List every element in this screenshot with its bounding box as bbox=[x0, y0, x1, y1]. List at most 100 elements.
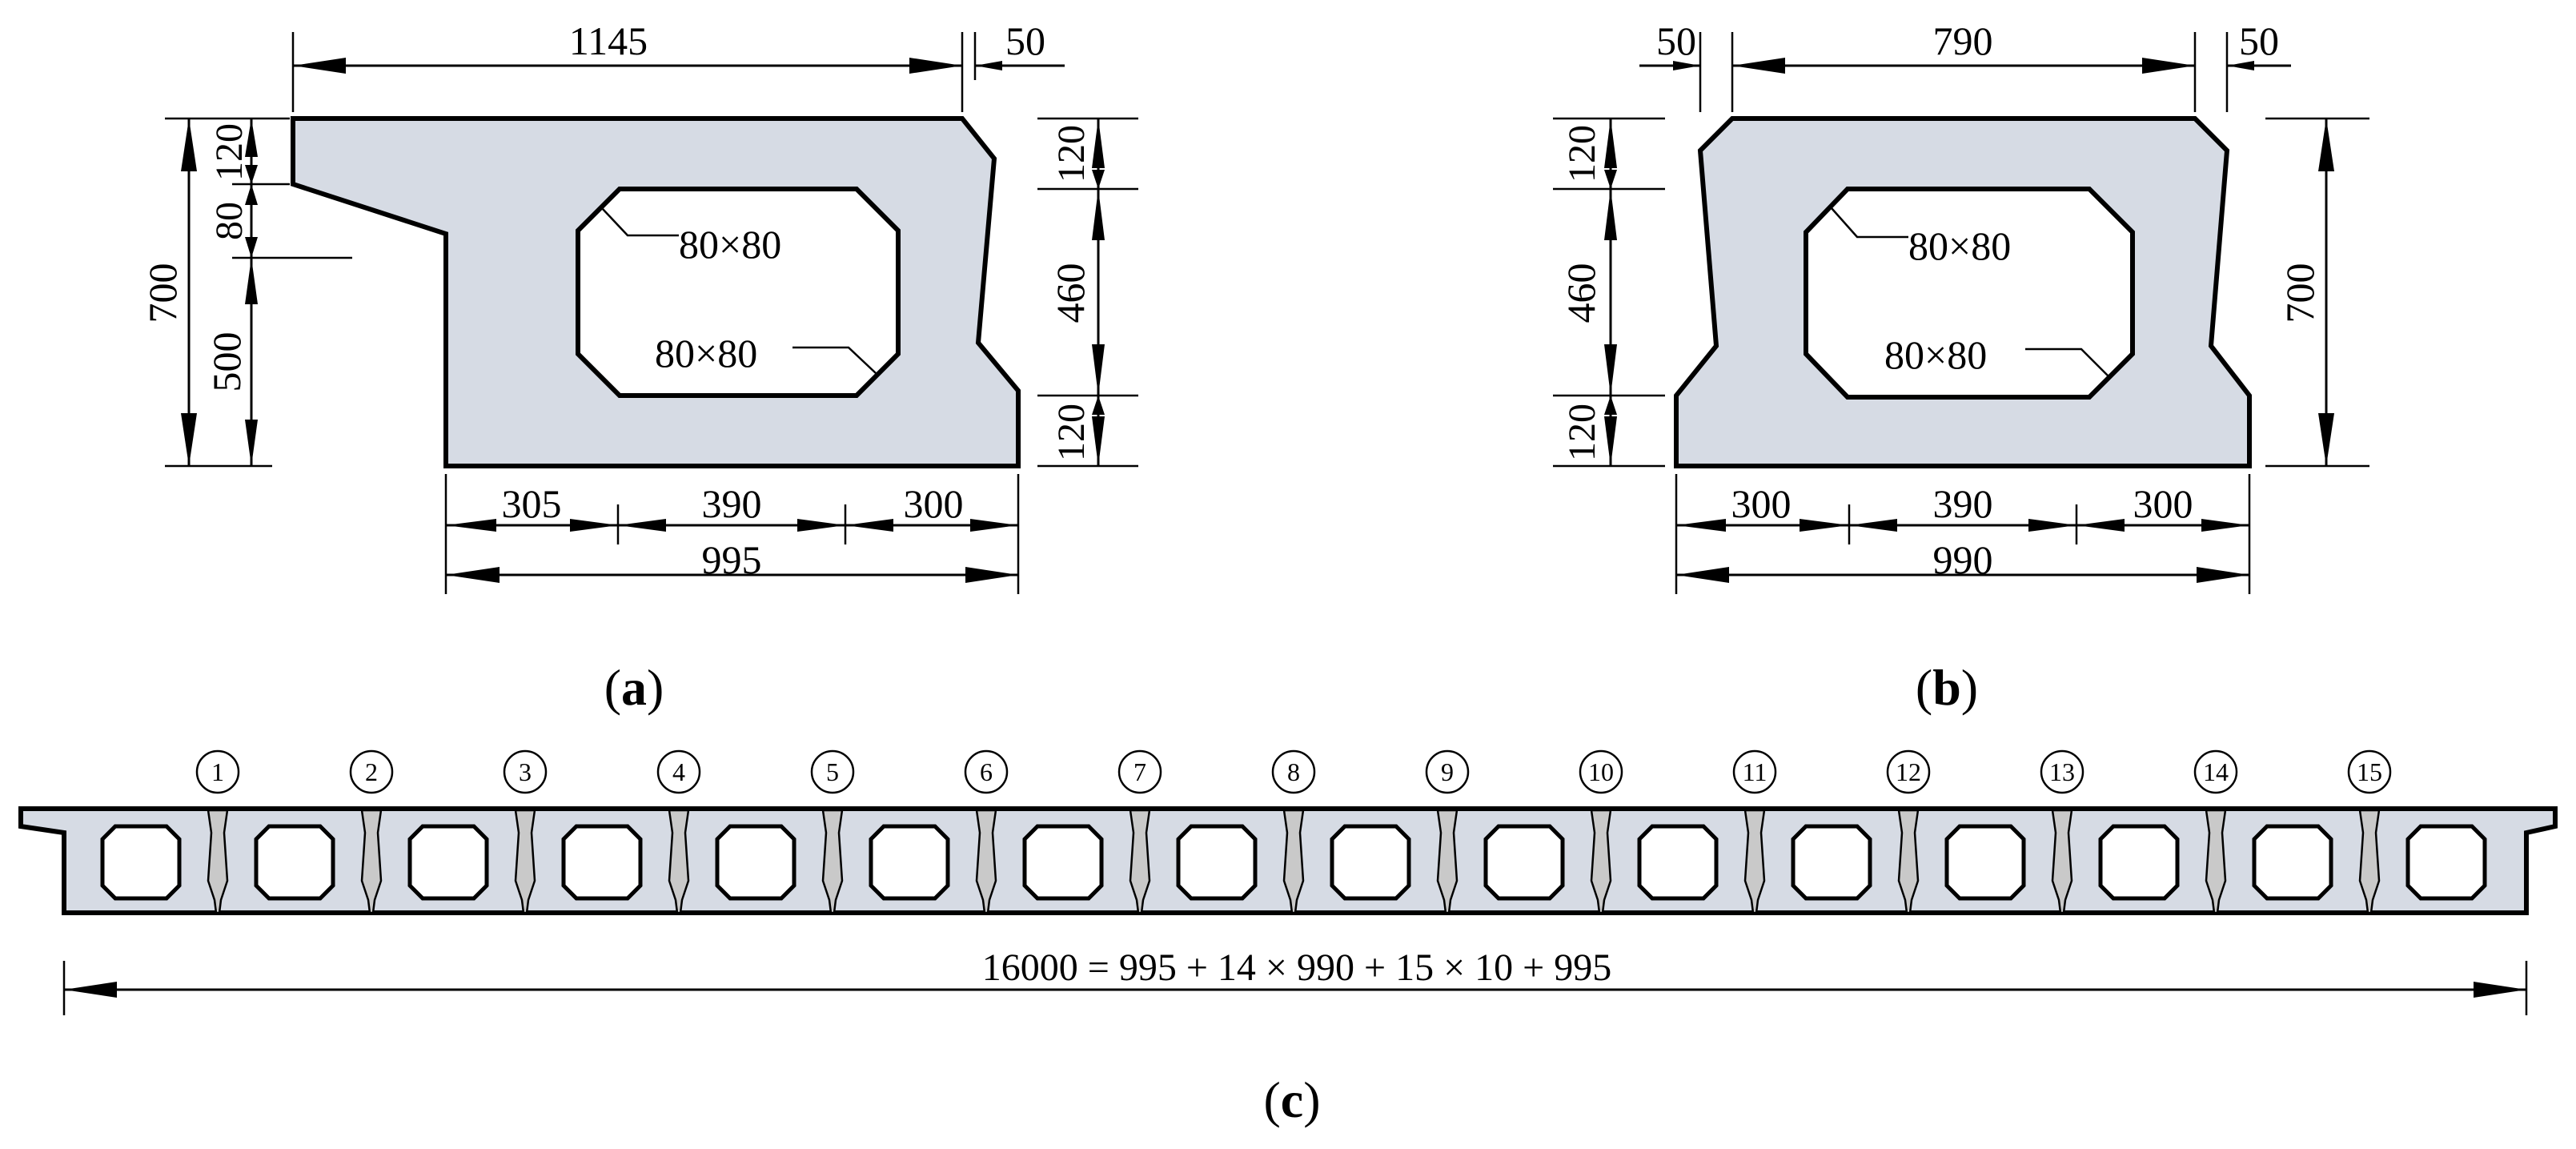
dim-label-top-width: 790 bbox=[1933, 18, 1993, 63]
dim-label-right-bottom: 120 bbox=[1050, 404, 1093, 461]
joint-number-circle bbox=[1271, 749, 1316, 794]
arrow bbox=[970, 519, 1018, 532]
deck-box-opening bbox=[1022, 824, 1104, 901]
joint-number-circle bbox=[195, 749, 240, 794]
panel-a: 80×80 80×80 1145 50 700 120 80 500 bbox=[140, 18, 1138, 716]
hinge-joint bbox=[975, 809, 997, 914]
chamfer-leader-top bbox=[1831, 207, 1908, 239]
chamfer-leader-bottom bbox=[2025, 348, 2109, 377]
arrow bbox=[64, 982, 117, 998]
dim-label-total: 16000 = 995 + 14 × 990 + 15 × 10 + 995 bbox=[982, 946, 1611, 989]
hinge-joint bbox=[1897, 809, 1920, 914]
deck-box-opening bbox=[254, 824, 335, 901]
deck-box-opening bbox=[1637, 824, 1719, 901]
arrow bbox=[2197, 567, 2249, 583]
joint-number-label: 9 bbox=[1441, 757, 1454, 786]
arrow bbox=[1604, 396, 1617, 415]
dim-label-left-bottom: 500 bbox=[204, 332, 249, 392]
chamfer-leader-top bbox=[601, 207, 679, 237]
chamfer-label-bottom: 80×80 bbox=[655, 331, 757, 376]
deck-box-opening bbox=[1330, 824, 1411, 901]
joint-number-circle bbox=[964, 749, 1009, 794]
arrow bbox=[1604, 119, 1617, 168]
dim-label-bottom-total: 995 bbox=[702, 537, 762, 582]
arrow bbox=[1676, 567, 1729, 583]
hinge-joint bbox=[2358, 809, 2381, 914]
hinge-joint bbox=[2205, 809, 2227, 914]
arrow bbox=[975, 61, 1002, 70]
joint-number-label: 6 bbox=[980, 757, 993, 786]
dim-label-bottom-left: 305 bbox=[502, 481, 562, 526]
joint-number-label: 7 bbox=[1134, 757, 1146, 786]
dim-label-right-total: 700 bbox=[2277, 263, 2322, 323]
arrow bbox=[2028, 519, 2076, 532]
deck-box-opening bbox=[715, 824, 796, 901]
arrow bbox=[245, 165, 258, 184]
joint-number-label: 10 bbox=[1588, 757, 1614, 786]
deck-box-opening bbox=[2252, 824, 2333, 901]
arrow bbox=[181, 119, 197, 171]
arrow bbox=[1604, 170, 1617, 189]
deck-box-opening bbox=[1176, 824, 1258, 901]
dim-label-left-bottom: 120 bbox=[1561, 404, 1603, 461]
joint-number-label: 4 bbox=[672, 757, 685, 786]
joint-number-circle bbox=[1886, 749, 1931, 794]
dim-label-left-top: 120 bbox=[1561, 125, 1603, 183]
hinge-joint bbox=[1436, 809, 1459, 914]
arrow bbox=[1092, 344, 1105, 396]
joint-number-label: 14 bbox=[2203, 757, 2229, 786]
deck-box-opening bbox=[2405, 824, 2487, 901]
hinge-joint bbox=[1282, 809, 1305, 914]
dim-label-right-top: 120 bbox=[1050, 125, 1093, 183]
joint-number-circle bbox=[1732, 749, 1777, 794]
edge-girder-hole bbox=[576, 187, 901, 398]
chamfer-label-top: 80×80 bbox=[1908, 223, 2011, 268]
deck-box-opening bbox=[2098, 824, 2180, 901]
dim-label-right-mid: 460 bbox=[1048, 263, 1093, 323]
arrow bbox=[570, 519, 618, 532]
arrow bbox=[245, 420, 258, 466]
caption-b: (b) bbox=[1916, 659, 1978, 716]
joint-number-label: 12 bbox=[1896, 757, 1921, 786]
arrow bbox=[1092, 396, 1105, 415]
joint-number-label: 8 bbox=[1287, 757, 1300, 786]
deck-box-opening bbox=[100, 824, 182, 901]
arrow bbox=[1092, 416, 1105, 466]
chamfer-leader-bottom bbox=[792, 346, 877, 374]
arrow bbox=[446, 567, 500, 583]
arrow bbox=[2227, 61, 2254, 70]
arrow bbox=[1676, 519, 1726, 532]
arrow bbox=[1800, 519, 1849, 532]
deck-joints bbox=[207, 809, 2381, 914]
arrow bbox=[245, 119, 258, 157]
hinge-joint bbox=[1129, 809, 1151, 914]
arrow bbox=[2201, 519, 2249, 532]
dim-label-bottom-mid: 390 bbox=[702, 481, 762, 526]
arrow bbox=[245, 237, 258, 258]
joint-number-circle bbox=[2040, 749, 2084, 794]
dim-label-bottom-total: 990 bbox=[1933, 537, 1993, 582]
arrow bbox=[1604, 416, 1617, 466]
joint-number-label: 1 bbox=[211, 757, 224, 786]
arrow bbox=[245, 184, 258, 205]
joint-number-circle bbox=[1117, 749, 1162, 794]
joint-number-label: 2 bbox=[365, 757, 378, 786]
arrow bbox=[293, 58, 346, 74]
joint-number-circle bbox=[503, 749, 548, 794]
arrow bbox=[245, 258, 258, 304]
dim-label-bottom-right: 300 bbox=[904, 481, 964, 526]
hinge-joint bbox=[207, 809, 229, 914]
deck-box-opening bbox=[1944, 824, 2026, 901]
hinge-joint bbox=[1590, 809, 1612, 914]
dim-label-left-mid: 460 bbox=[1559, 263, 1603, 323]
caption-c: (c) bbox=[1263, 1071, 1320, 1128]
joint-number-circle bbox=[349, 749, 394, 794]
hinge-joint bbox=[360, 809, 383, 914]
dim-label-top-right: 50 bbox=[2239, 18, 2279, 63]
joint-number-circle bbox=[1425, 749, 1470, 794]
arrow bbox=[797, 519, 845, 532]
arrow bbox=[2142, 58, 2195, 74]
joint-number-circle bbox=[2347, 749, 2392, 794]
